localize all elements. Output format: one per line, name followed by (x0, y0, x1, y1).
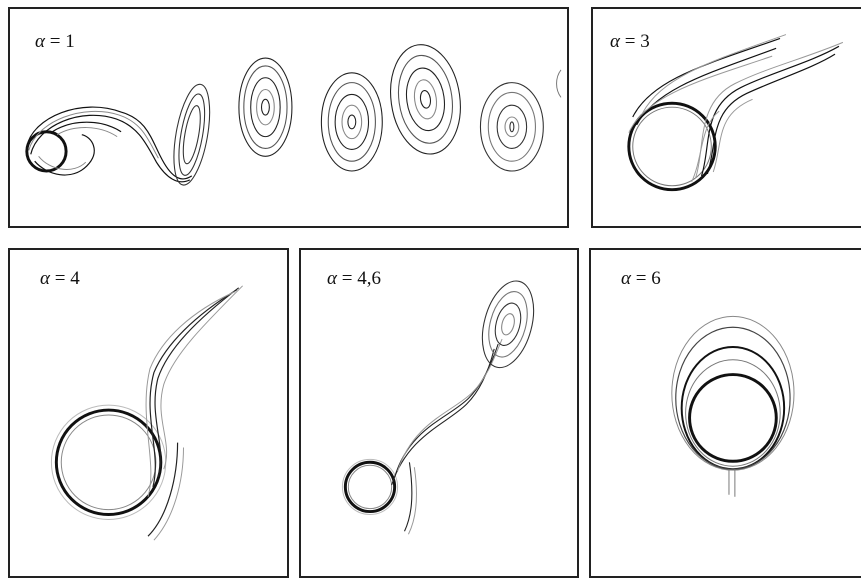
panel-label: α = 1 (35, 31, 75, 53)
alpha-symbol: α (621, 268, 631, 289)
panel-label: α = 6 (621, 268, 661, 290)
panel-alpha-3: α = 3 (591, 7, 861, 228)
alpha-value: = 3 (625, 31, 650, 52)
panel-label: α = 3 (610, 31, 650, 53)
alpha-value: = 4 (55, 268, 80, 289)
alpha-value: = 6 (636, 268, 661, 289)
alpha-symbol: α (40, 268, 50, 289)
panel-alpha-6: α = 6 (589, 248, 861, 578)
alpha-symbol: α (610, 31, 620, 52)
wake-contours (301, 250, 577, 576)
alpha-symbol: α (35, 31, 45, 52)
panel-alpha-1: α = 1 (8, 7, 569, 228)
alpha-value: = 1 (50, 31, 75, 52)
panel-alpha-4: α = 4 (8, 248, 289, 578)
panel-label: α = 4 (40, 268, 80, 290)
panel-label: α = 4,6 (327, 268, 381, 290)
cylinder (690, 375, 777, 462)
alpha-symbol: α (327, 268, 337, 289)
wake-contours (591, 250, 861, 576)
cylinder (27, 132, 66, 171)
wake-contours (10, 250, 287, 576)
panel-alpha-4-6: α = 4,6 (299, 248, 579, 578)
alpha-value: = 4,6 (342, 268, 381, 289)
cylinder (56, 410, 160, 514)
vortex-street-contours (10, 9, 567, 226)
cylinder (345, 462, 394, 511)
